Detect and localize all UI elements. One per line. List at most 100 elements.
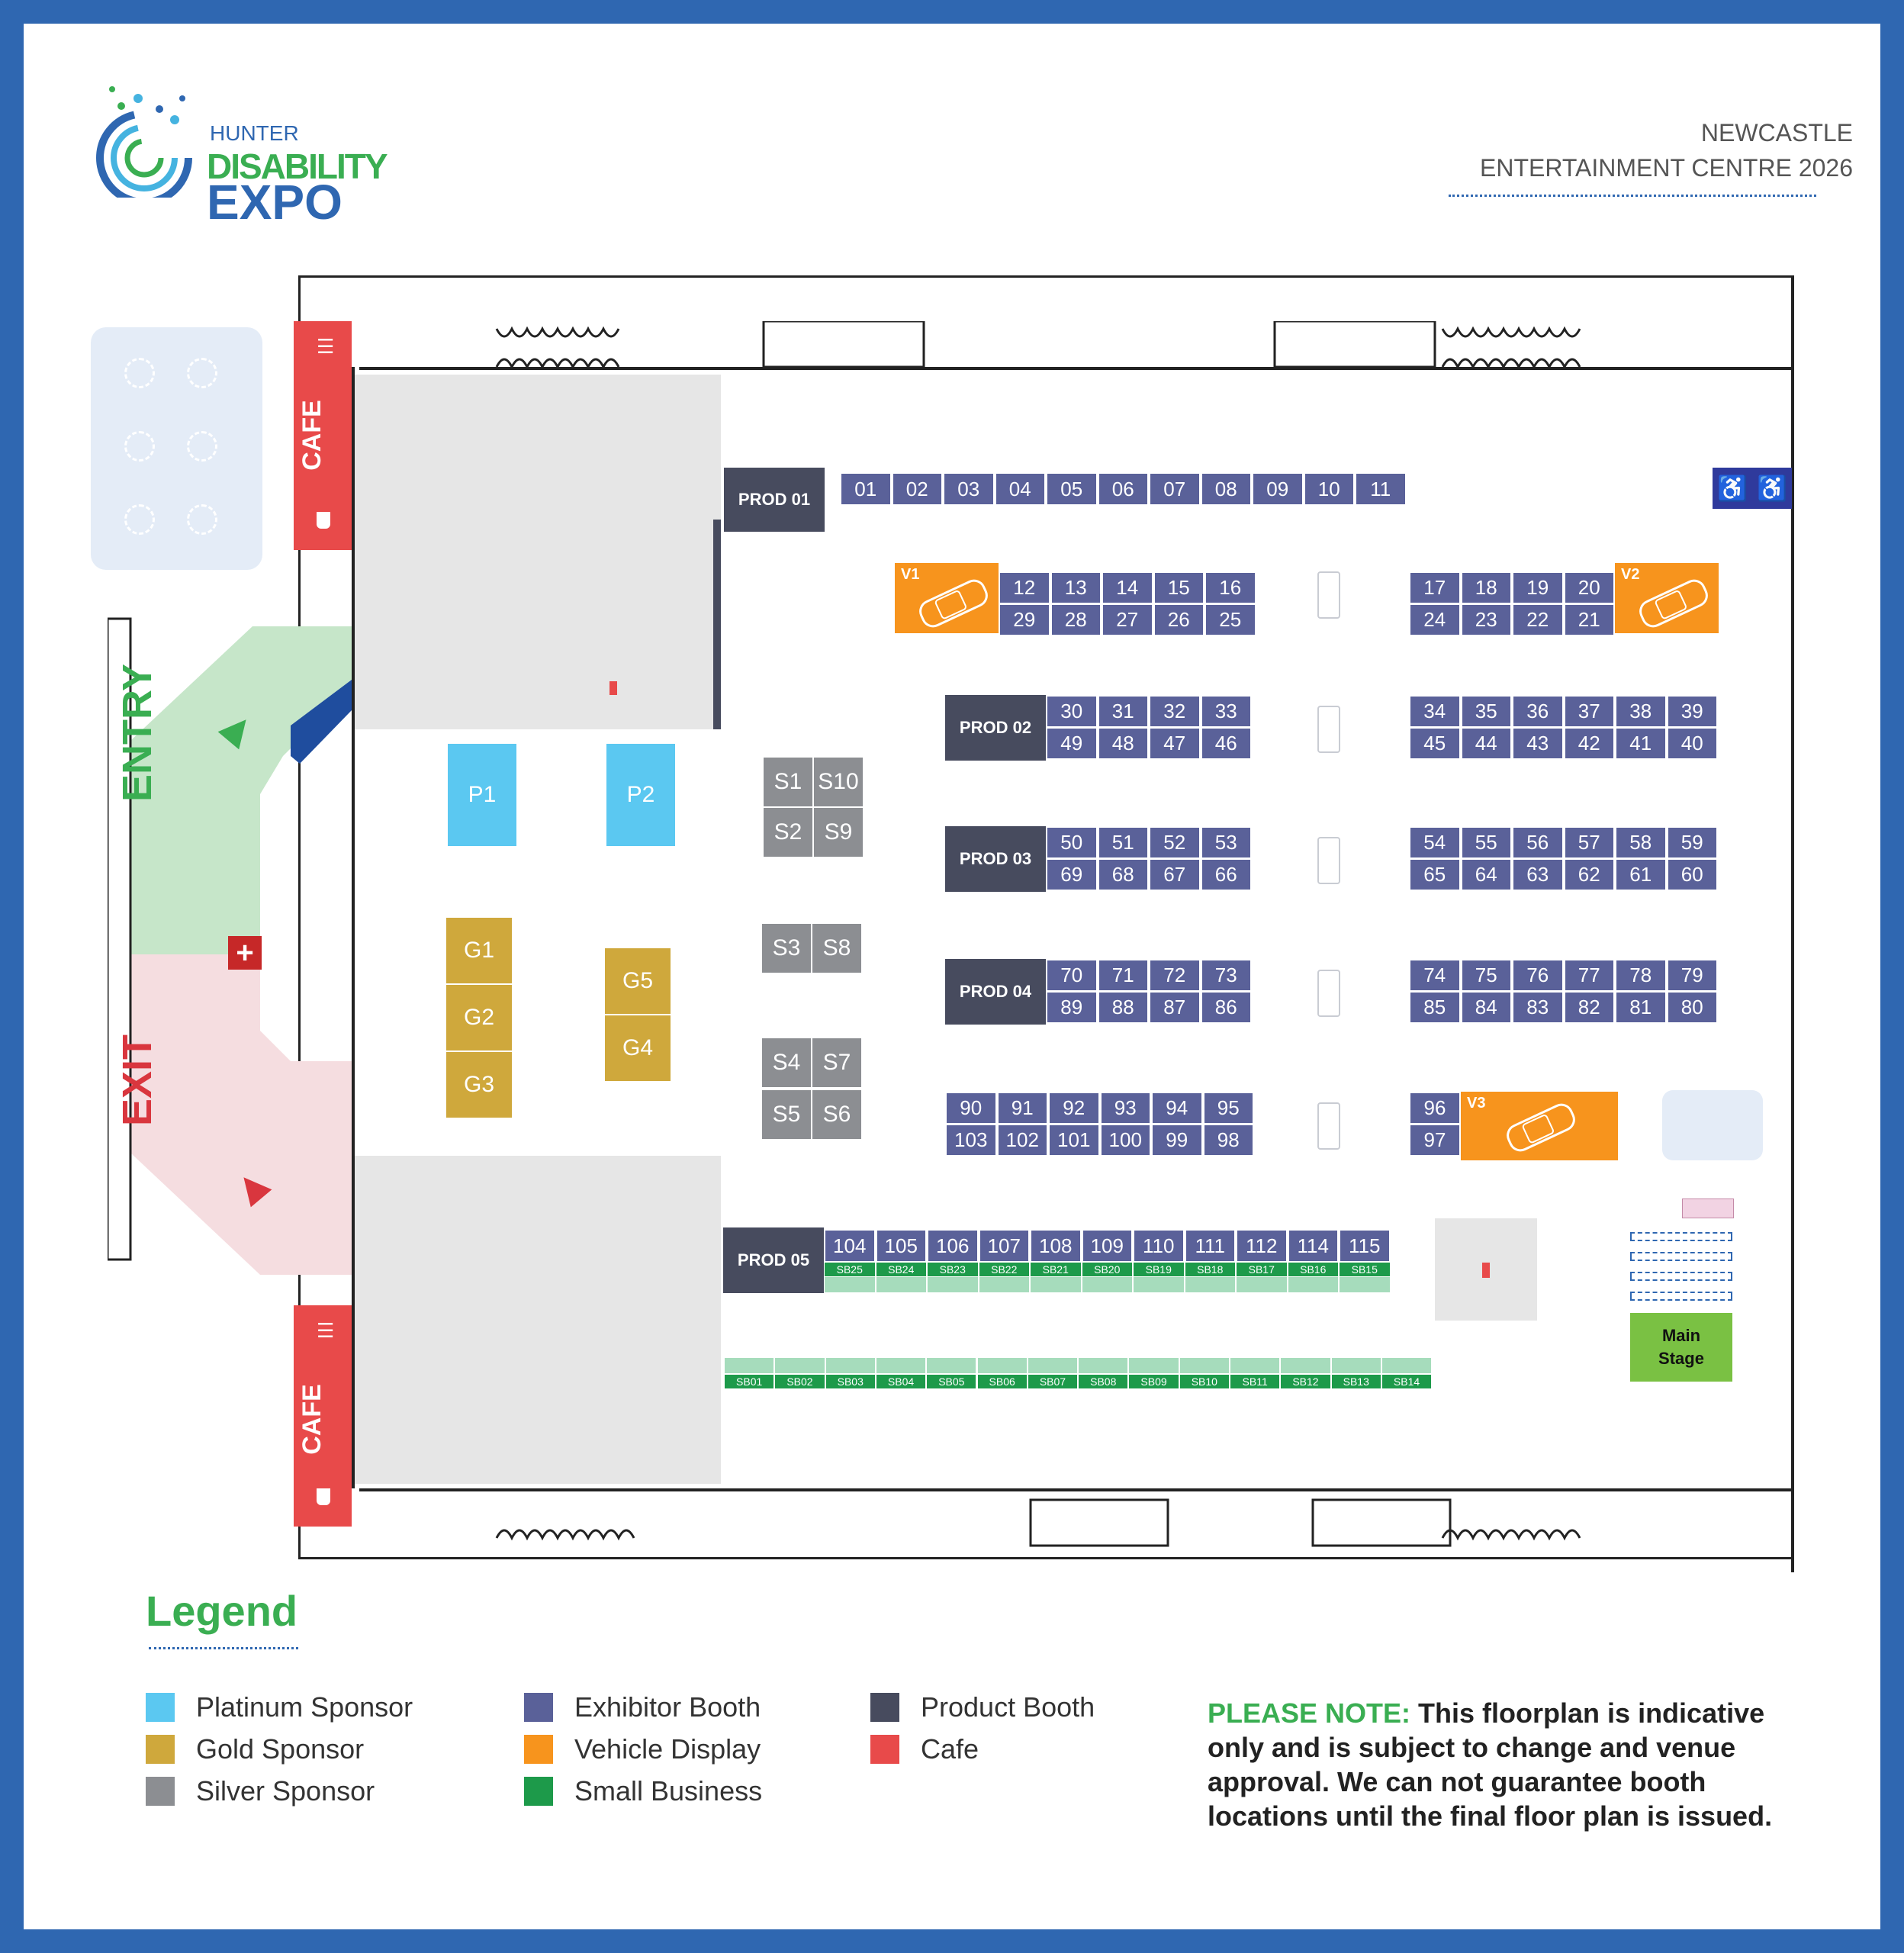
exhibitor-booth[interactable]: 21 [1563, 603, 1615, 636]
small-business-booth[interactable]: SB09 [1128, 1374, 1179, 1389]
small-business-booth[interactable]: SB08 [1078, 1374, 1129, 1389]
exhibitor-booth[interactable]: 80 [1666, 991, 1718, 1024]
exhibitor-booth[interactable]: 91 [996, 1092, 1048, 1125]
exhibitor-booth[interactable]: 13 [1050, 571, 1102, 604]
small-business-booth[interactable]: SB22 [978, 1262, 1030, 1277]
exhibitor-booth[interactable]: 38 [1615, 695, 1667, 728]
exhibitor-booth[interactable]: 55 [1460, 826, 1512, 859]
exhibitor-booth[interactable]: 111 [1184, 1229, 1236, 1263]
exhibitor-booth[interactable]: 69 [1046, 858, 1098, 891]
exhibitor-booth[interactable]: 87 [1149, 991, 1201, 1024]
exhibitor-booth[interactable]: 63 [1512, 858, 1564, 891]
silver-booth[interactable]: S7 [811, 1037, 863, 1089]
exhibitor-booth[interactable]: 37 [1563, 695, 1615, 728]
exhibitor-booth[interactable]: 06 [1097, 472, 1149, 506]
exhibitor-booth[interactable]: 104 [824, 1229, 876, 1263]
small-business-booth[interactable]: SB21 [1030, 1262, 1082, 1277]
platinum-booth[interactable]: P1 [448, 744, 516, 846]
exhibitor-booth[interactable]: 64 [1460, 858, 1512, 891]
exhibitor-booth[interactable]: 71 [1097, 959, 1149, 992]
exhibitor-booth[interactable]: 97 [1409, 1124, 1461, 1157]
exhibitor-booth[interactable]: 115 [1339, 1229, 1391, 1263]
exhibitor-booth[interactable]: 40 [1666, 727, 1718, 760]
exhibitor-booth[interactable]: 105 [875, 1229, 927, 1263]
small-business-booth[interactable]: SB18 [1184, 1262, 1236, 1277]
exhibitor-booth[interactable]: 62 [1563, 858, 1615, 891]
exhibitor-booth[interactable]: 103 [945, 1124, 997, 1157]
exhibitor-booth[interactable]: 04 [994, 472, 1046, 506]
silver-booth[interactable]: S4 [761, 1037, 812, 1089]
exhibitor-booth[interactable]: 36 [1512, 695, 1564, 728]
silver-booth[interactable]: S8 [811, 922, 863, 974]
exhibitor-booth[interactable]: 47 [1149, 727, 1201, 760]
exhibitor-booth[interactable]: 35 [1460, 695, 1512, 728]
small-business-booth[interactable]: SB17 [1236, 1262, 1288, 1277]
small-business-booth[interactable]: SB25 [824, 1262, 876, 1277]
exhibitor-booth[interactable]: 23 [1460, 603, 1512, 636]
exhibitor-booth[interactable]: 52 [1149, 826, 1201, 859]
product-booth[interactable]: PROD 03 [945, 826, 1046, 892]
small-business-booth[interactable]: SB06 [976, 1374, 1028, 1389]
exhibitor-booth[interactable]: 65 [1409, 858, 1461, 891]
exhibitor-booth[interactable]: 88 [1097, 991, 1149, 1024]
exhibitor-booth[interactable]: 61 [1615, 858, 1667, 891]
exhibitor-booth[interactable]: 59 [1666, 826, 1718, 859]
exhibitor-booth[interactable]: 93 [1099, 1092, 1151, 1125]
small-business-booth[interactable]: SB16 [1287, 1262, 1339, 1277]
silver-booth[interactable]: S3 [761, 922, 812, 974]
small-business-booth[interactable]: SB20 [1081, 1262, 1133, 1277]
exhibitor-booth[interactable]: 22 [1512, 603, 1564, 636]
exhibitor-booth[interactable]: 20 [1563, 571, 1615, 604]
silver-booth[interactable]: S2 [762, 806, 814, 858]
exhibitor-booth[interactable]: 44 [1460, 727, 1512, 760]
vehicle-display[interactable]: V2 [1615, 563, 1719, 633]
exhibitor-booth[interactable]: 90 [945, 1092, 997, 1125]
exhibitor-booth[interactable]: 41 [1615, 727, 1667, 760]
exhibitor-booth[interactable]: 98 [1202, 1124, 1254, 1157]
small-business-booth[interactable]: SB14 [1381, 1374, 1433, 1389]
exhibitor-booth[interactable]: 33 [1200, 695, 1252, 728]
exhibitor-booth[interactable]: 08 [1200, 472, 1252, 506]
small-business-booth[interactable]: SB13 [1330, 1374, 1381, 1389]
exhibitor-booth[interactable]: 16 [1204, 571, 1256, 604]
exhibitor-booth[interactable]: 89 [1046, 991, 1098, 1024]
exhibitor-booth[interactable]: 75 [1460, 959, 1512, 992]
exhibitor-booth[interactable]: 85 [1409, 991, 1461, 1024]
small-business-booth[interactable]: SB01 [724, 1374, 775, 1389]
small-business-booth[interactable]: SB11 [1230, 1374, 1281, 1389]
silver-booth[interactable]: S10 [812, 756, 864, 808]
exhibitor-booth[interactable]: 32 [1149, 695, 1201, 728]
exhibitor-booth[interactable]: 31 [1097, 695, 1149, 728]
exhibitor-booth[interactable]: 81 [1615, 991, 1667, 1024]
silver-booth[interactable]: S1 [762, 756, 814, 808]
exhibitor-booth[interactable]: 102 [996, 1124, 1048, 1157]
product-booth[interactable]: PROD 05 [723, 1227, 824, 1293]
gold-booth[interactable]: G4 [603, 1014, 672, 1083]
small-business-booth[interactable]: SB23 [927, 1262, 979, 1277]
exhibitor-booth[interactable]: 12 [999, 571, 1050, 604]
small-business-booth[interactable]: SB07 [1027, 1374, 1079, 1389]
vehicle-display[interactable]: V1 [895, 563, 999, 633]
exhibitor-booth[interactable]: 77 [1563, 959, 1615, 992]
silver-booth[interactable]: S5 [761, 1089, 812, 1141]
exhibitor-booth[interactable]: 112 [1236, 1229, 1288, 1263]
exhibitor-booth[interactable]: 10 [1303, 472, 1355, 506]
exhibitor-booth[interactable]: 107 [978, 1229, 1030, 1263]
exhibitor-booth[interactable]: 96 [1409, 1092, 1461, 1125]
small-business-booth[interactable]: SB12 [1280, 1374, 1331, 1389]
exhibitor-booth[interactable]: 27 [1102, 603, 1153, 636]
exhibitor-booth[interactable]: 106 [927, 1229, 979, 1263]
exhibitor-booth[interactable]: 02 [891, 472, 943, 506]
small-business-booth[interactable]: SB05 [926, 1374, 977, 1389]
exhibitor-booth[interactable]: 14 [1102, 571, 1153, 604]
small-business-booth[interactable]: SB02 [774, 1374, 825, 1389]
silver-booth[interactable]: S6 [811, 1089, 863, 1141]
exhibitor-booth[interactable]: 11 [1355, 472, 1407, 506]
exhibitor-booth[interactable]: 58 [1615, 826, 1667, 859]
exhibitor-booth[interactable]: 39 [1666, 695, 1718, 728]
exhibitor-booth[interactable]: 09 [1252, 472, 1304, 506]
exhibitor-booth[interactable]: 54 [1409, 826, 1461, 859]
small-business-booth[interactable]: SB24 [875, 1262, 927, 1277]
exhibitor-booth[interactable]: 72 [1149, 959, 1201, 992]
exhibitor-booth[interactable]: 95 [1202, 1092, 1254, 1125]
